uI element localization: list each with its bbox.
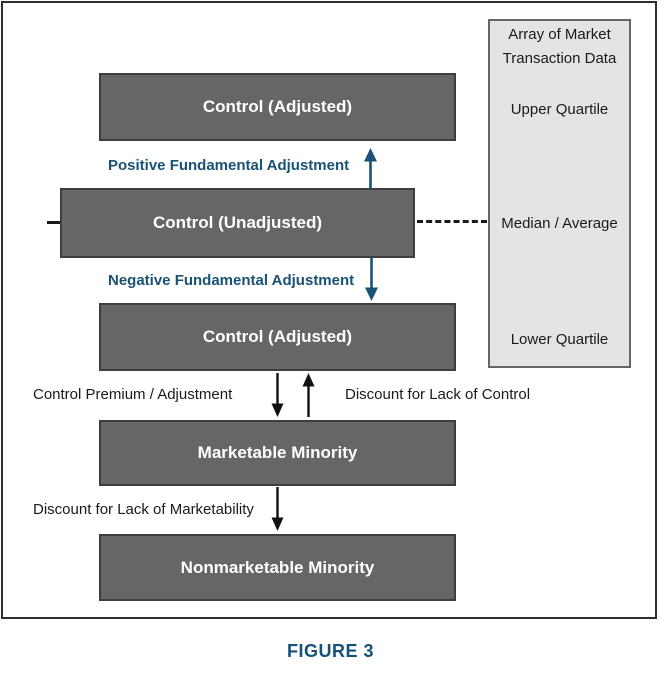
panel-title-line1: Array of Market: [508, 26, 611, 43]
control-unadjusted-box: Control (Unadjusted): [60, 188, 415, 258]
median-average-label: Median / Average: [501, 215, 618, 232]
median-dash-left: [47, 221, 60, 224]
positive-fundamental-adjustment-label: Positive Fundamental Adjustment: [108, 157, 350, 174]
panel-title-line2: Transaction Data: [502, 50, 617, 67]
market-transaction-data-panel: Array of Market Transaction Data Upper Q…: [488, 19, 631, 368]
discount-lack-of-control-label: Discount for Lack of Control: [345, 386, 531, 403]
control-adjusted-top-box: Control (Adjusted): [99, 73, 456, 141]
discount-lack-marketability-down-arrow-icon: [271, 487, 284, 531]
control-premium-adjustment-label: Control Premium / Adjustment: [33, 386, 233, 403]
positive-adjustment-up-arrow-icon: [364, 148, 377, 189]
discount-lack-control-up-arrow-icon: [302, 373, 315, 417]
figure-caption: FIGURE 3: [286, 641, 374, 661]
marketable-minority-box: Marketable Minority: [99, 420, 456, 486]
discount-lack-of-marketability-label: Discount for Lack of Marketability: [33, 501, 254, 518]
negative-adjustment-down-arrow-icon: [365, 258, 378, 301]
negative-fundamental-adjustment-label: Negative Fundamental Adjustment: [108, 272, 355, 289]
lower-quartile-label: Lower Quartile: [510, 331, 609, 348]
control-adjusted-lower-box: Control (Adjusted): [99, 303, 456, 371]
median-dashed-line: [417, 220, 487, 223]
nonmarketable-minority-box: Nonmarketable Minority: [99, 534, 456, 601]
upper-quartile-label: Upper Quartile: [510, 101, 609, 118]
control-premium-down-arrow-icon: [271, 373, 284, 417]
